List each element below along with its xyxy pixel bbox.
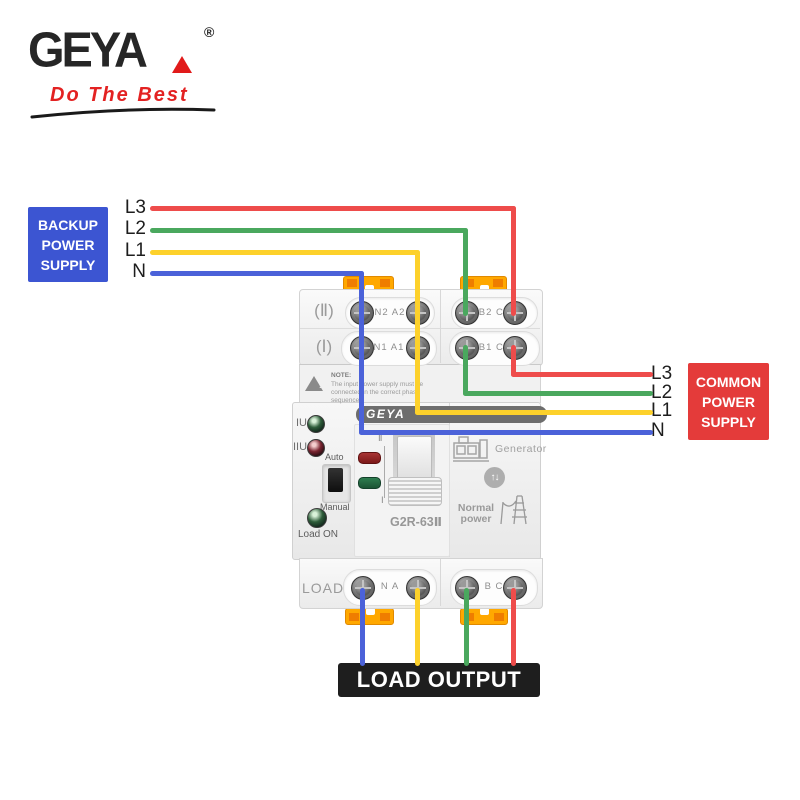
- switch-slot: [384, 446, 385, 498]
- wire-backup-l2-h: [150, 228, 468, 233]
- load-on-indicator-icon: [307, 508, 327, 528]
- clip-notch: [479, 285, 489, 292]
- clip-notch: [364, 285, 374, 292]
- model-label: G2R-63Ⅱ: [389, 515, 442, 529]
- backup-label-l1: L1: [124, 240, 146, 261]
- iiu-indicator-icon: [307, 439, 325, 457]
- clip-detail: [347, 279, 357, 287]
- clip-detail: [349, 613, 359, 621]
- switch-mark-i: Ⅰ: [381, 495, 384, 505]
- clip-detail: [380, 613, 390, 621]
- clip-detail: [464, 279, 474, 287]
- toggle-knob: [328, 468, 343, 492]
- generator-icon: [453, 436, 489, 462]
- common-label-l2: L2: [651, 382, 673, 403]
- wire-common-l2-h: [463, 391, 653, 396]
- backup-label-l2: L2: [124, 218, 146, 239]
- din-clip-bottom-left: [345, 608, 394, 625]
- wire-backup-l2-v: [463, 228, 468, 316]
- clip-detail: [493, 279, 503, 287]
- clip-detail: [464, 613, 474, 621]
- switch-lever-grip: [388, 477, 442, 506]
- warning-triangle-icon: !: [305, 376, 323, 391]
- wire-backup-l1-h: [150, 250, 420, 255]
- common-label-l3: L3: [651, 363, 673, 384]
- iu-label: IU: [296, 417, 307, 429]
- wire-common-n-h: [359, 430, 653, 435]
- backup-label-l3: L3: [124, 197, 146, 218]
- row-label-I: (Ⅰ): [315, 337, 333, 356]
- wire-load-c: [511, 588, 516, 666]
- terminal-label-bc: B C: [484, 581, 504, 592]
- clip-detail: [494, 613, 504, 621]
- din-clip-top-right: [460, 276, 507, 292]
- backup-line-3: SUPPLY: [40, 256, 96, 273]
- terminal-label-n1a1: N1 A1: [373, 342, 405, 353]
- load-terminal-label: LOAD: [302, 580, 345, 596]
- terminal-label-b2c2: B2 C2: [478, 307, 511, 318]
- wire-n-v: [359, 271, 364, 435]
- iiu-label: IIU: [293, 441, 308, 453]
- backup-label-n: N: [132, 261, 146, 282]
- generator-label: Generator: [495, 443, 547, 455]
- wire-backup-l3-h: [150, 206, 516, 211]
- logo-swoosh-icon: [30, 107, 216, 119]
- wire-load-n: [360, 588, 365, 666]
- wire-common-l1-h: [415, 410, 653, 415]
- wire-common-l3-v: [511, 345, 516, 377]
- iu-indicator-icon: [307, 415, 325, 433]
- clip-notch: [480, 608, 489, 615]
- common-label-n: N: [651, 420, 665, 441]
- transfer-arrows-icon: ↑ ↓: [484, 467, 505, 488]
- logo-red-triangle-icon: [172, 56, 192, 73]
- terminal-label-na: N A: [380, 581, 400, 592]
- unit-divider-top: [440, 290, 441, 363]
- wire-backup-l3-v: [511, 206, 516, 316]
- wire-backup-n-h: [150, 271, 364, 276]
- switch-lever: [397, 436, 432, 482]
- backup-line-2: POWER: [41, 236, 95, 253]
- auto-label: Auto: [325, 452, 344, 462]
- row-label-II: (Ⅱ): [314, 301, 334, 320]
- power-pylon-icon: [500, 495, 527, 525]
- terminal-label-n2a2: N2 A2: [374, 307, 406, 318]
- clip-detail: [380, 279, 390, 287]
- normal-power-label: Normal power: [457, 502, 495, 525]
- registered-mark: ®: [204, 24, 215, 40]
- geya-logo: GEYA ® Do The Best: [28, 21, 228, 119]
- note-text: The input power supply must be connected…: [331, 381, 424, 404]
- load-on-label: Load ON: [298, 529, 339, 540]
- wire-common-l2-v: [463, 345, 468, 396]
- common-line-3: SUPPLY: [701, 413, 756, 430]
- wire-load-a: [415, 588, 420, 666]
- logo-brand-text: GEYA: [28, 21, 148, 78]
- common-label-l1: L1: [651, 400, 673, 421]
- backup-power-supply-box: BACKUP POWER SUPPLY: [28, 207, 108, 282]
- common-line-2: POWER: [702, 393, 755, 410]
- green-led: [358, 477, 381, 489]
- switch-mark-ii: Ⅱ: [378, 433, 383, 443]
- logo-slogan: Do The Best: [50, 84, 189, 106]
- din-clip-top-left: [343, 276, 394, 292]
- wire-load-b: [464, 588, 469, 666]
- red-led: [358, 452, 381, 464]
- backup-line-1: BACKUP: [38, 216, 98, 233]
- terminal-label-b1c1: B1 C1: [478, 342, 511, 353]
- note-title: NOTE:: [331, 372, 352, 379]
- common-power-supply-box: COMMON POWER SUPPLY: [688, 363, 769, 440]
- unit-divider-bottom: [440, 559, 441, 606]
- transfer-arrow-up: ↑: [490, 472, 496, 483]
- clip-notch: [365, 608, 375, 615]
- wire-common-l3-h: [511, 372, 653, 377]
- warning-mark: !: [319, 381, 322, 390]
- common-line-1: COMMON: [695, 373, 762, 390]
- load-output-box: LOAD OUTPUT: [338, 663, 540, 697]
- transfer-arrow-down: ↓: [494, 472, 500, 483]
- manual-label: Manual: [320, 502, 350, 512]
- wire-l1-v: [415, 250, 420, 415]
